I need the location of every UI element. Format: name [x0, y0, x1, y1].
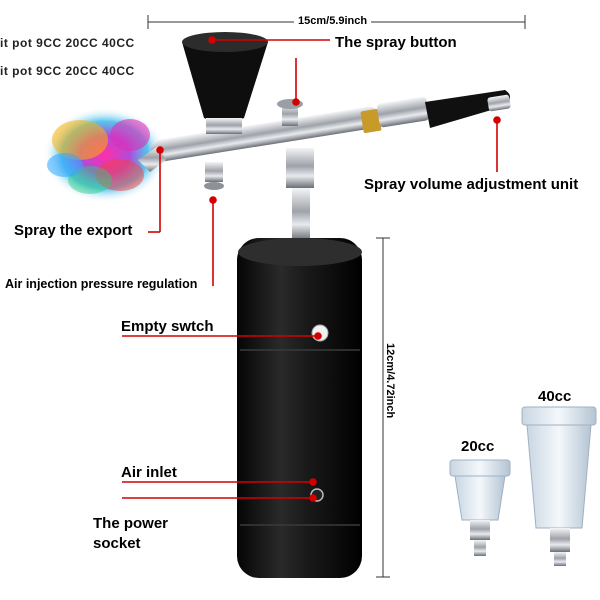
cup-40cc-image [521, 406, 597, 566]
label-spray-volume: Spray volume adjustment unit [364, 176, 579, 193]
label-cup-20cc: 20cc [461, 438, 495, 455]
paint-splash [43, 107, 167, 203]
label-power-socket-line-1: The power [93, 515, 169, 532]
label-air-inlet: Air inlet [121, 464, 177, 481]
airbrush-gun [138, 32, 511, 240]
label-cup-40cc: 40cc [538, 388, 572, 405]
height-dimension-label: 12cm/4.72inch [384, 340, 396, 422]
label-empty-switch: Empty swtch [121, 318, 214, 335]
width-dimension-label: 15cm/5.9inch [294, 15, 372, 29]
leader-lines [122, 36, 501, 502]
faded-caption-line-1: it pot 9CC 20CC 40CC [0, 36, 135, 50]
faded-caption-line-2: it pot 9CC 20CC 40CC [0, 64, 135, 78]
label-spray-export: Spray the export [14, 222, 133, 239]
label-air-pressure: Air injection pressure regulation [5, 277, 198, 291]
label-power-socket-line-2: socket [93, 535, 141, 552]
label-spray-button: The spray button [335, 34, 457, 51]
height-dimension-line [376, 237, 390, 578]
cup-20cc-image [449, 459, 511, 556]
compressor-body [237, 238, 362, 578]
